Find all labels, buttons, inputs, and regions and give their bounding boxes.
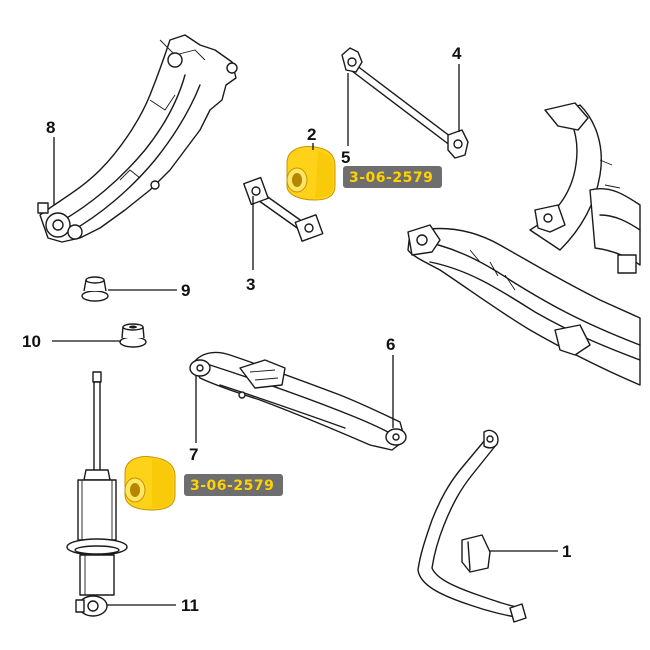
leader-lines: [52, 64, 558, 606]
callout-1: 1: [562, 542, 571, 561]
bushing-part-7: [124, 456, 176, 511]
trailing-arm-part-8: [37, 34, 238, 243]
callout-7: 7: [189, 445, 198, 464]
badge-bottom-background: [184, 474, 283, 496]
callout-9: 9: [181, 281, 190, 300]
callout-2: 2: [307, 125, 316, 144]
nut-part-10: [119, 323, 147, 348]
part-number-badge-top: 3-06-2579: [343, 166, 442, 188]
rear-subframe: [407, 102, 641, 386]
part-number-badge-bottom: 3-06-2579: [184, 474, 283, 496]
callout-10: 10: [22, 332, 41, 351]
callout-11: 11: [181, 596, 199, 615]
callout-8: 8: [46, 118, 55, 137]
stabilizer-bar-part-1: [417, 429, 527, 623]
callout-5: 5: [341, 148, 350, 167]
callout-3: 3: [246, 275, 255, 294]
lower-control-arm-parts-6-7: [189, 351, 407, 451]
callout-6: 6: [386, 335, 395, 354]
bushing-part-2: [286, 146, 336, 201]
callout-numbers: 8 9 10 11 3 2 5 4 6 7 1: [22, 44, 571, 615]
shock-absorber-part-11: [66, 371, 128, 617]
callout-4: 4: [452, 44, 462, 63]
tie-link-parts-4-5: [341, 47, 469, 159]
badge-top-background: [343, 166, 442, 188]
link-part-3: [243, 176, 324, 242]
badge-bottom-label: 3-06-2579: [190, 478, 274, 494]
nut-part-9: [81, 276, 109, 302]
badge-top-label: 3-06-2579: [349, 170, 433, 186]
